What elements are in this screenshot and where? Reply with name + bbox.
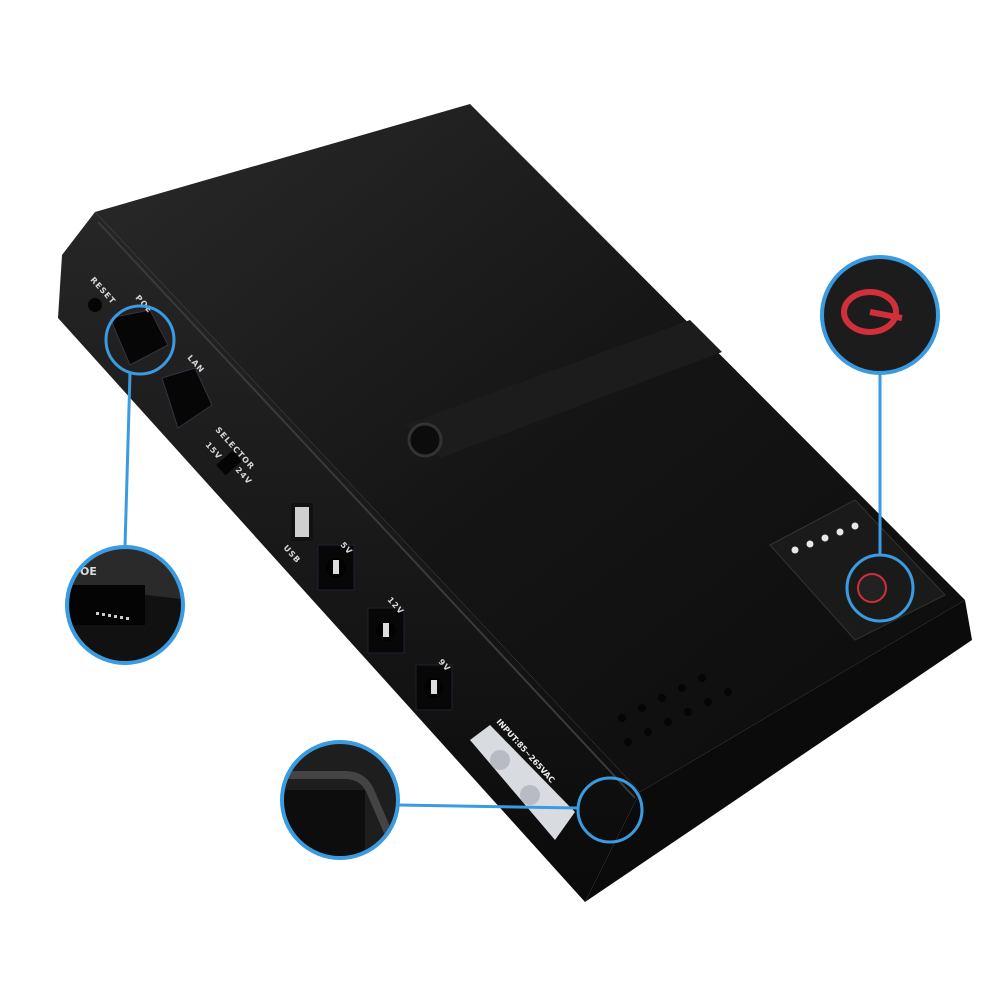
poe-zoom-callout: OE (67, 547, 183, 663)
dc-jack-5v[interactable] (317, 544, 355, 591)
battery-leds (791, 522, 859, 554)
poe-port-icon[interactable] (109, 309, 169, 366)
jack-hole-icon (407, 422, 443, 458)
device-right-face (585, 600, 972, 902)
control-panel (769, 499, 946, 641)
voltage-selector-switch[interactable] (216, 450, 242, 476)
vent-holes (618, 674, 732, 746)
power-icon (841, 289, 899, 335)
dc-jack-12v[interactable] (367, 607, 405, 654)
callout-lines (104, 304, 915, 844)
device-top-face (95, 104, 965, 792)
dc-jack-9v[interactable] (415, 664, 453, 711)
power-button-zoom-callout (822, 257, 938, 373)
poe-zoom-label: OE (80, 565, 97, 578)
edge-highlight (97, 221, 636, 799)
reset-button[interactable] (88, 298, 102, 312)
textured-strip (405, 320, 722, 458)
lan-port-icon[interactable] (161, 367, 213, 429)
usb-port-icon[interactable] (291, 503, 313, 541)
power-button[interactable] (857, 573, 887, 603)
